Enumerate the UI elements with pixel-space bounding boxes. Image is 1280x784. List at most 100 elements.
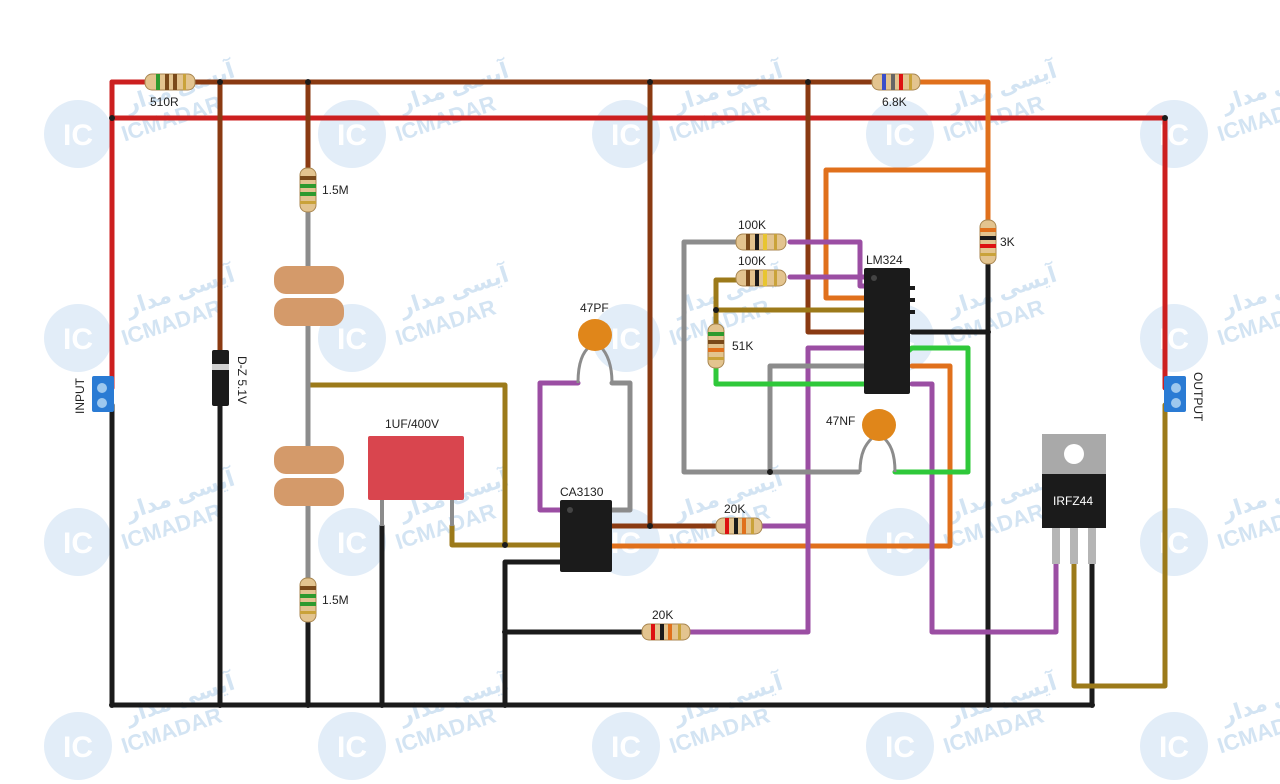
label-output: OUTPUT — [1191, 372, 1205, 422]
wire-purple-100k-a — [787, 239, 869, 289]
label-3k: 3K — [1000, 235, 1015, 249]
junction-dot — [805, 79, 811, 85]
zener-diode[interactable] — [212, 350, 229, 406]
wire-gray-lm324 — [767, 363, 869, 475]
mosfet-irfz44[interactable] — [1042, 434, 1106, 564]
wire-orange-loop — [823, 167, 991, 301]
junction-dot — [502, 702, 508, 708]
resistor-20k-b[interactable] — [641, 623, 691, 641]
watermark-badge — [866, 712, 934, 780]
capacitor-47nf[interactable] — [858, 409, 897, 473]
watermark-badge — [1140, 508, 1208, 576]
junction-dot — [1089, 702, 1095, 708]
wire-layer — [109, 79, 1168, 708]
resistor-20k-a[interactable] — [715, 517, 763, 535]
watermark-badge-text: IC — [63, 731, 93, 764]
resistor-510r[interactable] — [144, 73, 196, 91]
wire-orange-6k8 — [917, 79, 991, 225]
junction-dot — [647, 523, 653, 529]
label-1uf: 1UF/400V — [385, 417, 439, 431]
resistor-1m5-bottom[interactable] — [299, 577, 317, 623]
wire-gray-47pf — [609, 380, 633, 513]
junction-dot — [985, 329, 991, 335]
junction-dot — [379, 702, 385, 708]
watermark-badge — [866, 508, 934, 576]
label-1m5-top: 1.5M — [322, 183, 349, 197]
wire-black-ca3130 — [502, 559, 563, 708]
wire-purple-20k-b — [687, 345, 869, 635]
watermark-badge — [592, 712, 660, 780]
watermark-badge-text: IC — [611, 323, 641, 356]
junction-dot — [109, 702, 115, 708]
junction-dot — [713, 307, 719, 313]
watermark-badge-text: IC — [337, 119, 367, 152]
junction-dot — [1162, 115, 1168, 121]
watermark-badge — [44, 508, 112, 576]
film-capacitor-top[interactable] — [274, 266, 344, 326]
resistor-100k-b[interactable] — [735, 269, 787, 287]
terminal-input[interactable] — [92, 376, 114, 412]
ic-lm324[interactable] — [864, 268, 915, 394]
junction-dot — [109, 115, 115, 121]
watermark-badge-text: IC — [611, 731, 641, 764]
wire-purple-47pf — [537, 380, 581, 513]
capacitor-1uf-400v[interactable] — [368, 436, 464, 526]
watermark-badge-text: IC — [1159, 731, 1189, 764]
junction-dot — [502, 629, 508, 635]
terminal-output[interactable] — [1164, 376, 1186, 412]
junction-dot — [305, 702, 311, 708]
wire-brown-lm324 — [805, 79, 869, 335]
junction-dot — [305, 79, 311, 85]
resistor-6k8[interactable] — [871, 73, 921, 91]
watermark-badge — [592, 304, 660, 372]
wire-olive-cap — [449, 523, 508, 548]
label-ca3130: CA3130 — [560, 485, 604, 499]
label-20k-a: 20K — [724, 502, 745, 516]
film-capacitor-bottom[interactable] — [274, 446, 344, 506]
watermark-badge-text: IC — [63, 527, 93, 560]
watermark-badge — [1140, 712, 1208, 780]
label-lm324: LM324 — [866, 253, 903, 267]
resistor-51k[interactable] — [707, 323, 725, 369]
label-6k8: 6.8K — [882, 95, 907, 109]
wire-purple-mosfet — [909, 381, 1059, 635]
resistor-1m5-top[interactable] — [299, 167, 317, 213]
capacitor-47pf[interactable] — [576, 319, 614, 384]
watermark-badge-text: IC — [885, 731, 915, 764]
ic-ca3130[interactable] — [560, 500, 612, 572]
watermark-badge — [1140, 304, 1208, 372]
junction-dot — [502, 542, 508, 548]
junction-dot — [647, 79, 653, 85]
resistor-3k[interactable] — [979, 219, 997, 265]
watermark-badge-text: IC — [337, 323, 367, 356]
label-100k-a: 100K — [738, 218, 766, 232]
watermark-badge — [44, 712, 112, 780]
resistor-100k-a[interactable] — [735, 233, 787, 251]
label-1m5-bottom: 1.5M — [322, 593, 349, 607]
label-zener: D-Z 5.1V — [235, 356, 249, 404]
watermark-badge — [44, 304, 112, 372]
label-input: INPUT — [73, 377, 87, 414]
label-mosfet: IRFZ44 — [1053, 494, 1093, 508]
label-47pf: 47PF — [580, 301, 609, 315]
watermark-badge — [44, 100, 112, 168]
junction-dot — [217, 702, 223, 708]
watermark-badge-text: IC — [337, 731, 367, 764]
junction-layer — [109, 79, 1168, 708]
label-100k-b: 100K — [738, 254, 766, 268]
label-510r: 510R — [150, 95, 179, 109]
